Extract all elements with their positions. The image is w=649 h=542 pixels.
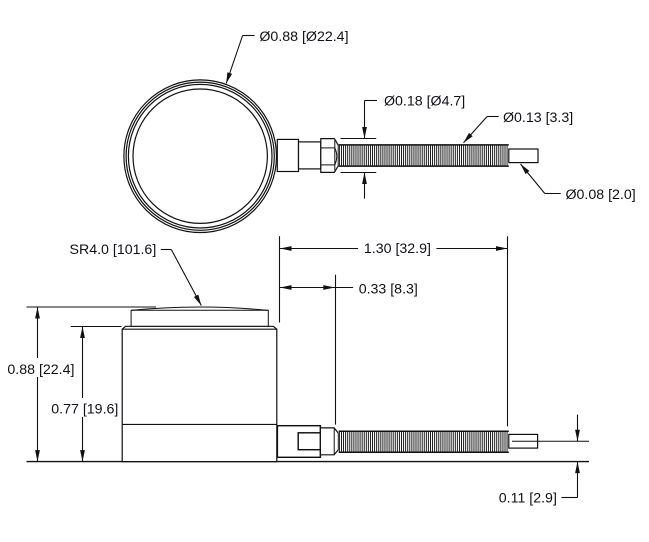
svg-text:0.77 [19.6]: 0.77 [19.6] — [51, 401, 118, 417]
svg-text:Ø0.18 [Ø4.7]: Ø0.18 [Ø4.7] — [384, 93, 465, 109]
svg-text:SR4.0 [101.6]: SR4.0 [101.6] — [70, 242, 157, 258]
svg-text:Ø0.88 [Ø22.4]: Ø0.88 [Ø22.4] — [259, 29, 348, 45]
svg-text:Ø0.08 [2.0]: Ø0.08 [2.0] — [566, 187, 636, 203]
svg-text:Ø0.13 [3.3]: Ø0.13 [3.3] — [503, 110, 573, 126]
svg-text:1.30 [32.9]: 1.30 [32.9] — [364, 241, 431, 257]
svg-text:0.11 [2.9]: 0.11 [2.9] — [499, 490, 557, 506]
svg-text:0.88 [22.4]: 0.88 [22.4] — [7, 362, 74, 378]
svg-text:0.33 [8.3]: 0.33 [8.3] — [359, 281, 418, 297]
